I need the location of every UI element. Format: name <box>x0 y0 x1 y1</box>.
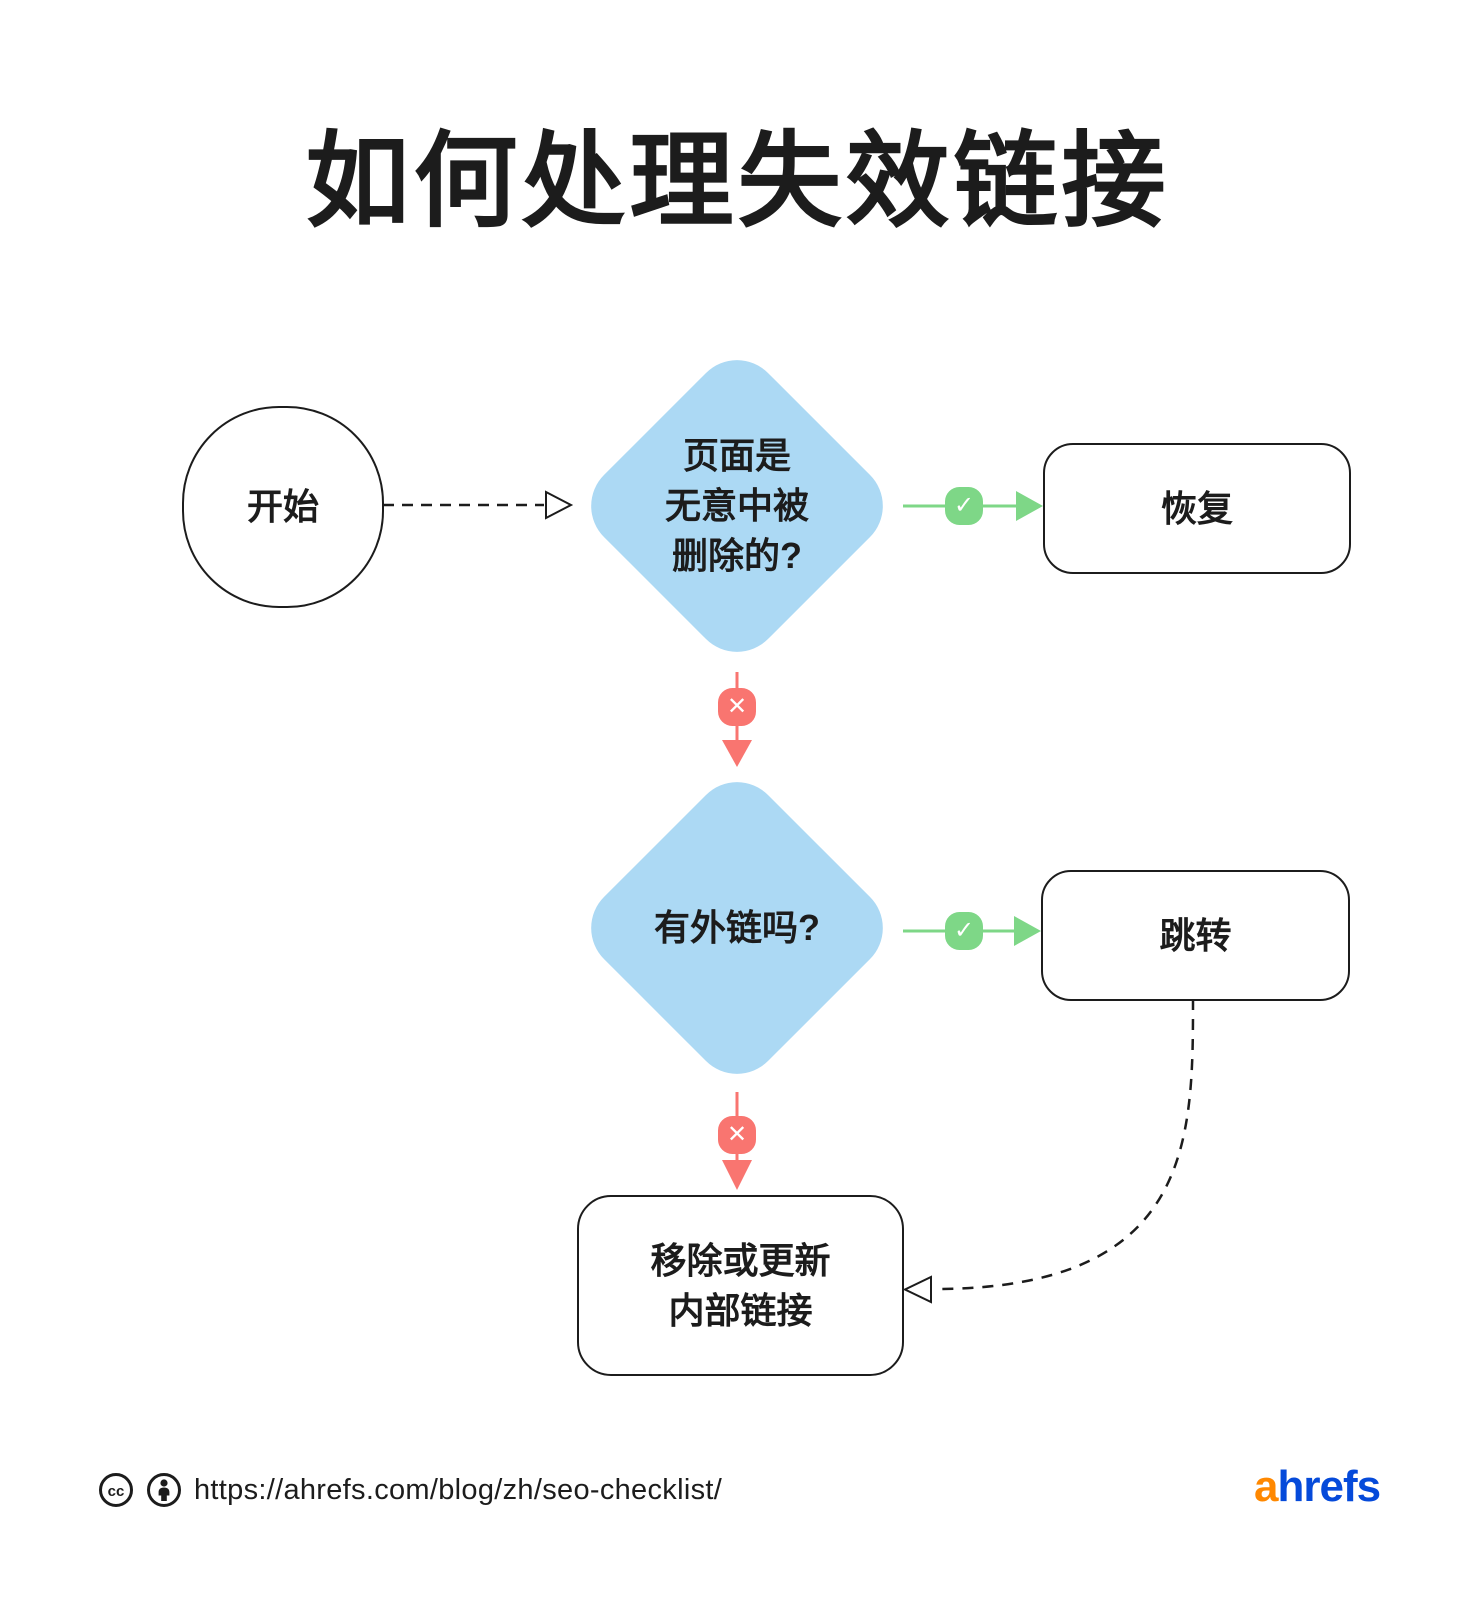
remove-update-node: 移除或更新 内部链接 <box>577 1195 904 1376</box>
decision1-line3: 删除的? <box>672 534 802 576</box>
remove-update-line1: 移除或更新 <box>650 1239 831 1281</box>
restore-label: 恢复 <box>1160 487 1233 529</box>
decision2-label: 有外链吗? <box>587 842 887 1014</box>
decision1-label: 页面是 无意中被 删除的? <box>587 420 887 592</box>
ahrefs-logo-a: a <box>1254 1462 1279 1511</box>
cross-glyph: ✕ <box>726 1121 748 1148</box>
ahrefs-logo-hrefs: hrefs <box>1277 1462 1381 1511</box>
edge-start-to-decision1 <box>383 490 574 520</box>
check-icon: ✓ <box>945 912 983 950</box>
cc-glyph: cc <box>108 1483 125 1500</box>
cross-glyph: ✕ <box>726 693 748 720</box>
check-icon: ✓ <box>945 487 983 525</box>
decision1-line2: 无意中被 <box>664 485 809 527</box>
start-node: 开始 <box>182 406 384 608</box>
redirect-label: 跳转 <box>1159 914 1232 956</box>
redirect-node: 跳转 <box>1041 870 1350 1001</box>
footer-attribution: cc https://ahrefs.com/blog/zh/seo-checkl… <box>98 1470 722 1510</box>
check-glyph: ✓ <box>953 917 975 944</box>
check-glyph: ✓ <box>953 492 975 519</box>
page-title: 如何处理失效链接 <box>305 124 1170 240</box>
cross-icon: ✕ <box>718 1116 756 1154</box>
attribution-person-icon <box>147 1473 181 1507</box>
start-label: 开始 <box>246 486 319 528</box>
edge-redirect-to-remove <box>902 998 1195 1304</box>
ahrefs-logo: ahrefs <box>1254 1462 1384 1512</box>
remove-update-line2: 内部链接 <box>668 1289 813 1331</box>
decision1-line1: 页面是 <box>682 435 791 477</box>
cross-icon: ✕ <box>718 688 756 726</box>
cc-icon: cc <box>99 1473 133 1507</box>
decision2-line1: 有外链吗? <box>654 907 820 949</box>
restore-node: 恢复 <box>1043 443 1351 574</box>
source-url: https://ahrefs.com/blog/zh/seo-checklist… <box>194 1473 723 1506</box>
